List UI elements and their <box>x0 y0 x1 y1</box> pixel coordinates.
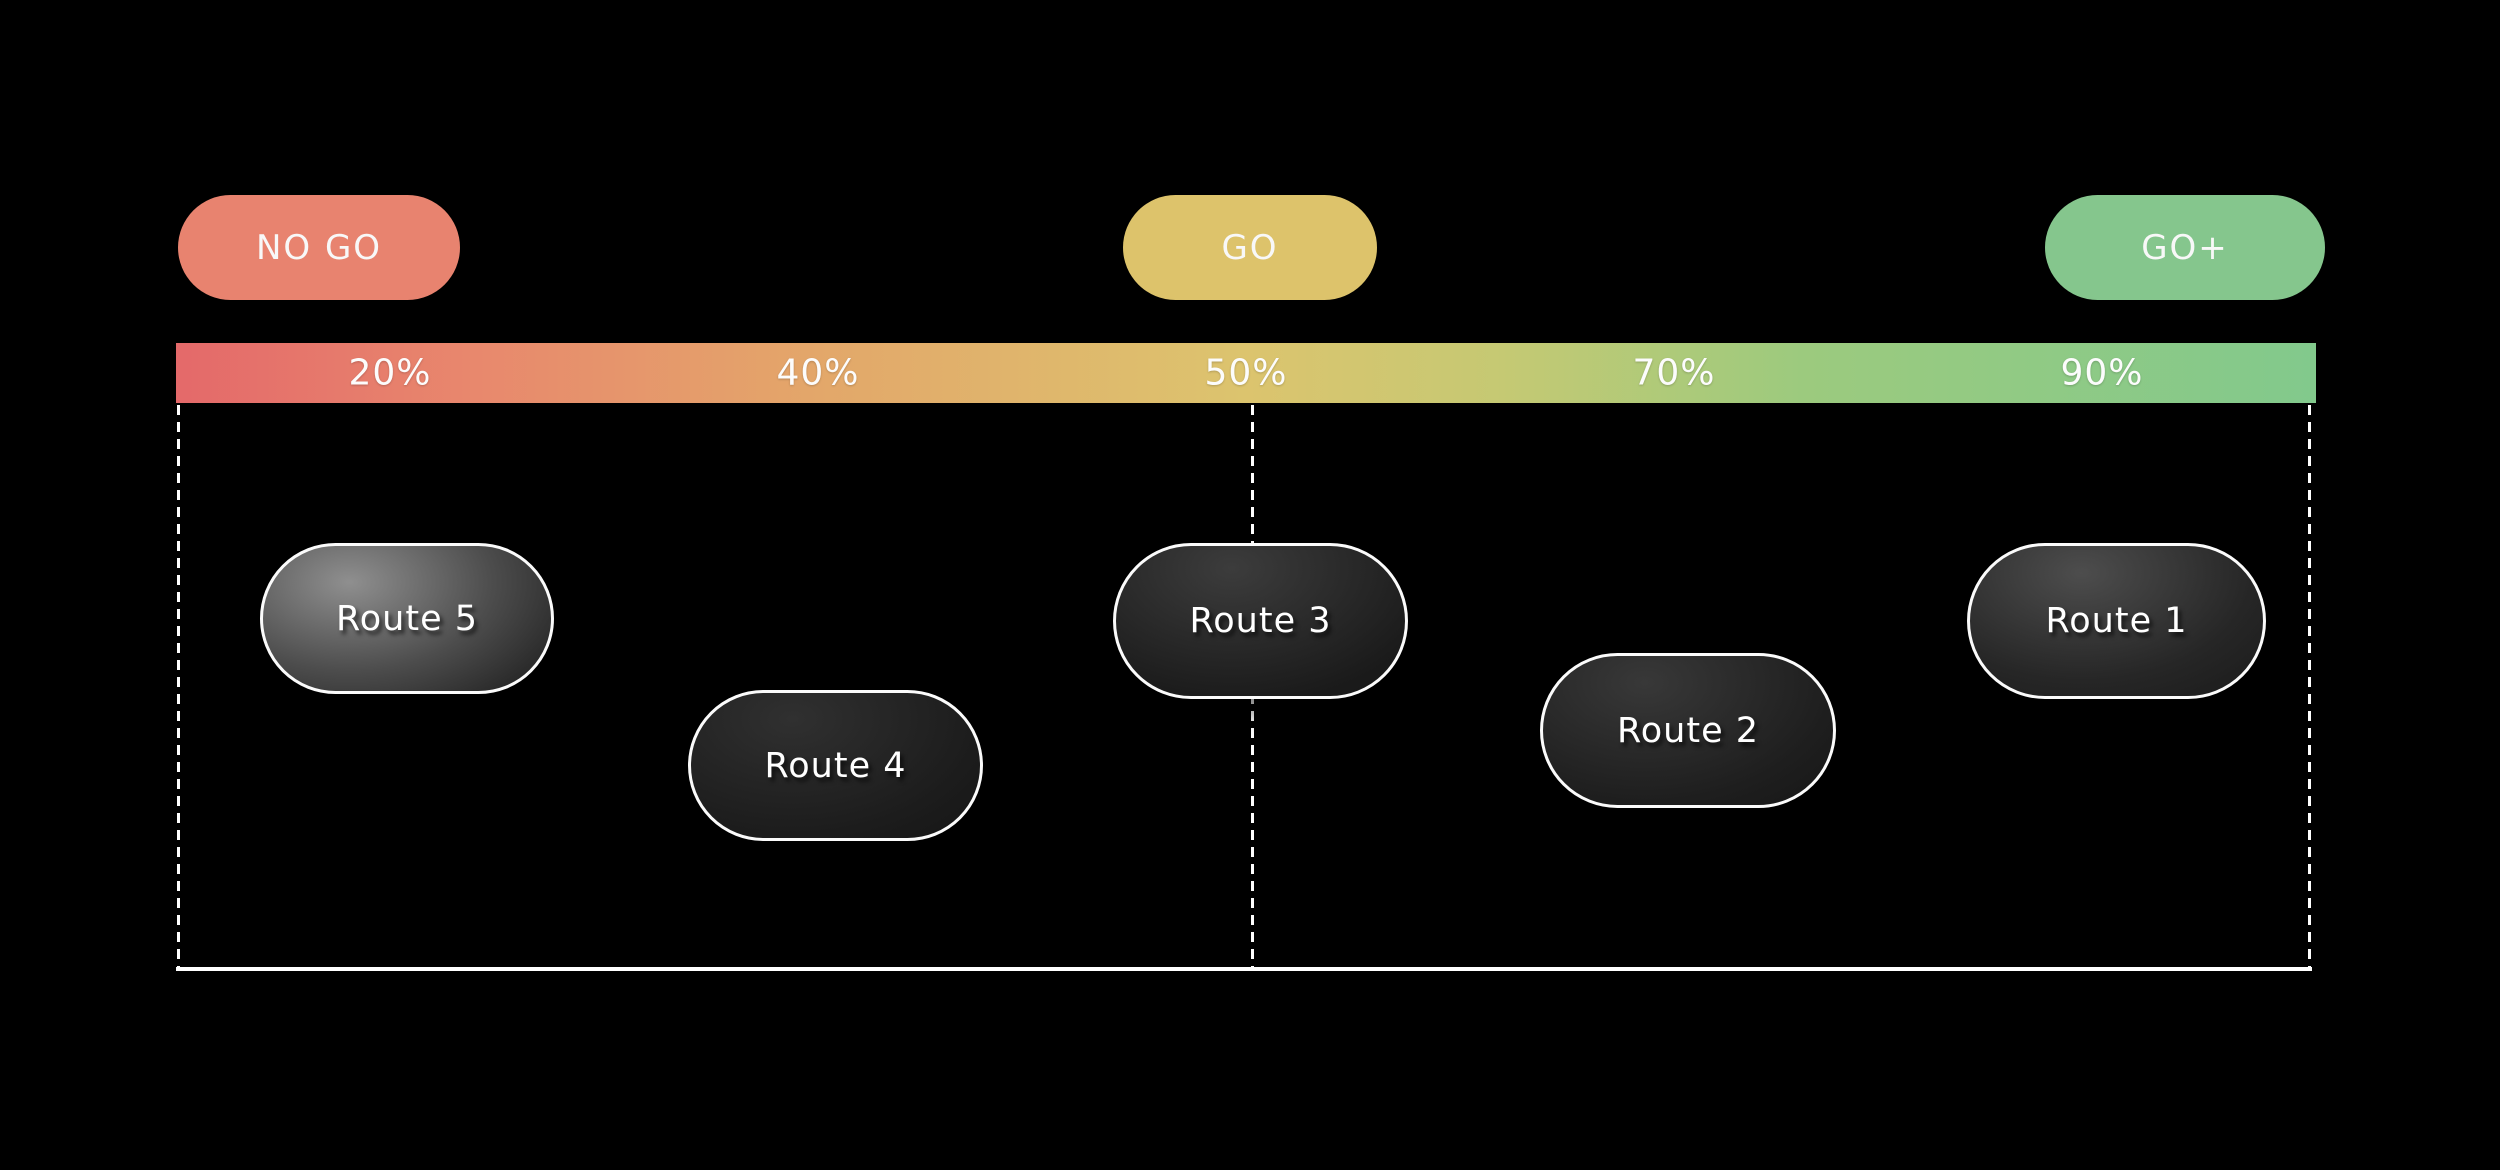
route-label: Route 1 <box>2045 601 2188 641</box>
zone-label-go-plus: GO+ <box>2141 227 2229 268</box>
dashed-guide-line-right <box>2308 405 2311 967</box>
scale-tick-label-20: 20% <box>348 352 432 394</box>
scale-tick-label-40: 40% <box>776 352 860 394</box>
scale-tick-label-90: 90% <box>2060 352 2144 394</box>
percentage-scale-bar: 20% 40% 50% 70% 90% <box>176 343 2316 403</box>
route-label: Route 2 <box>1617 710 1759 751</box>
route-label: Route 5 <box>336 598 478 639</box>
scale-tick-label-50: 50% <box>1204 352 1288 394</box>
zone-pill-go: GO <box>1123 195 1377 300</box>
route-pill-route-5[interactable]: Route 5 <box>260 543 554 694</box>
route-label: Route 3 <box>1189 601 1332 641</box>
route-pill-route-2[interactable]: Route 2 <box>1540 653 1836 808</box>
zone-label-no-go: NO GO <box>255 227 383 268</box>
route-pill-route-4[interactable]: Route 4 <box>688 690 983 841</box>
dashed-guide-line-left <box>177 405 180 967</box>
route-pill-route-3[interactable]: Route 3 <box>1113 543 1408 699</box>
zone-label-go: GO <box>1221 227 1279 268</box>
route-label: Route 4 <box>764 745 907 786</box>
zone-pill-go-plus: GO+ <box>2045 195 2325 300</box>
zone-pill-no-go: NO GO <box>178 195 460 300</box>
bottom-baseline <box>176 967 2312 971</box>
scale-tick-label-70: 70% <box>1632 352 1716 394</box>
route-pill-route-1[interactable]: Route 1 <box>1967 543 2266 699</box>
